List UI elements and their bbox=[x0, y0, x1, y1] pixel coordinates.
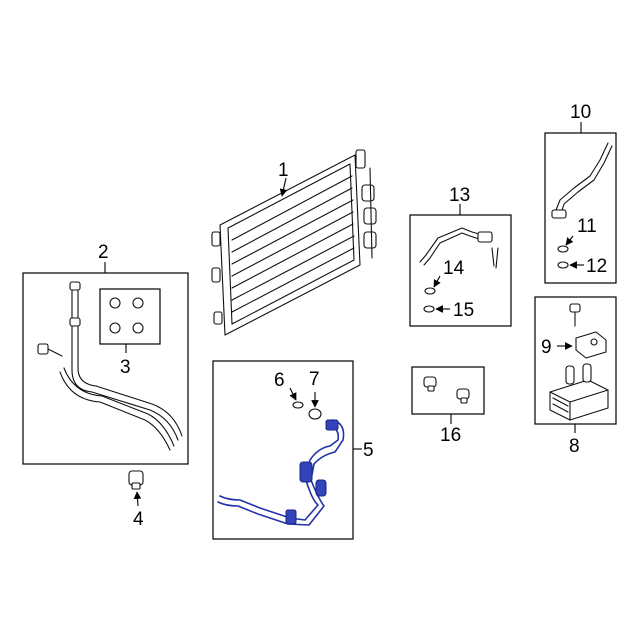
oil-cooler-part-8[interactable] bbox=[549, 363, 609, 421]
condenser-fins bbox=[231, 175, 355, 313]
line-part-13[interactable] bbox=[419, 227, 499, 269]
callout-8: 8 bbox=[569, 436, 580, 457]
o-ring-part-14[interactable] bbox=[424, 287, 436, 295]
caps-part-16[interactable] bbox=[423, 376, 470, 404]
o-ring-part-15[interactable] bbox=[423, 305, 435, 313]
callout-1: 1 bbox=[278, 160, 289, 181]
box-part-16 bbox=[411, 366, 485, 415]
callout-5: 5 bbox=[363, 440, 374, 461]
box-part-2 bbox=[22, 272, 189, 465]
callout-3: 3 bbox=[120, 357, 131, 378]
line-part-10[interactable] bbox=[551, 142, 613, 219]
o-ring-part-11[interactable] bbox=[557, 245, 569, 253]
callout-7: 7 bbox=[309, 369, 320, 390]
callout-4: 4 bbox=[133, 509, 144, 530]
callout-15: 15 bbox=[453, 300, 474, 321]
cooler-hose-part-highlighted[interactable] bbox=[217, 419, 345, 526]
callout-6: 6 bbox=[274, 370, 285, 391]
box-part-3 bbox=[99, 288, 161, 345]
callout-13: 13 bbox=[449, 185, 470, 206]
condenser-part[interactable] bbox=[211, 149, 377, 336]
callout-11: 11 bbox=[577, 216, 597, 237]
clips-part[interactable] bbox=[109, 297, 144, 334]
callout-12: 12 bbox=[586, 256, 607, 277]
adapter-part-9[interactable] bbox=[569, 303, 607, 359]
o-ring-part-7[interactable] bbox=[308, 408, 322, 420]
o-ring-part-12[interactable] bbox=[557, 261, 569, 269]
box-part-5 bbox=[212, 360, 354, 540]
callout-16: 16 bbox=[440, 425, 461, 446]
callout-9: 9 bbox=[541, 337, 552, 358]
callout-14: 14 bbox=[443, 258, 465, 279]
bolt-part[interactable] bbox=[37, 343, 63, 357]
fitting-part-4[interactable] bbox=[128, 470, 144, 490]
o-ring-part-6[interactable] bbox=[292, 401, 304, 409]
callout-2: 2 bbox=[98, 242, 109, 263]
callout-10: 10 bbox=[570, 102, 591, 123]
cooler-lines-part[interactable] bbox=[59, 281, 183, 451]
